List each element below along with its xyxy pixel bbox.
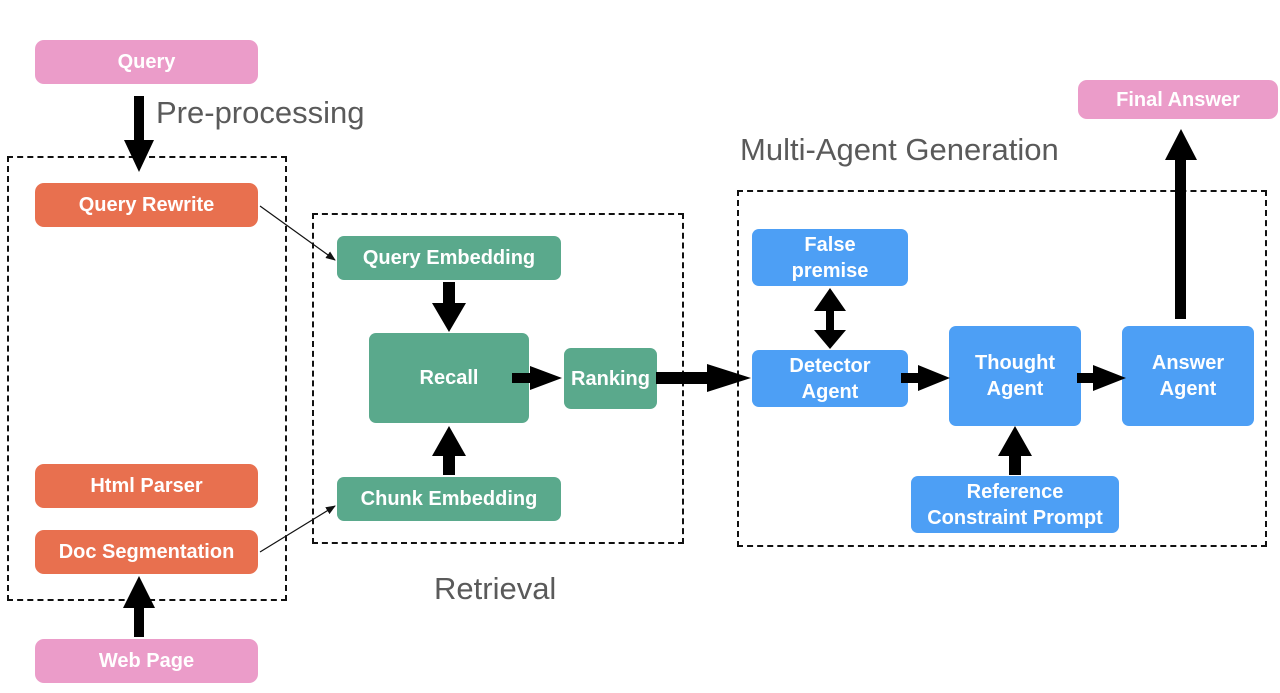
connector-segmentation-to-chunk: [259, 505, 336, 553]
arrow-answer-to-final: [1165, 129, 1197, 319]
arrow-thought-to-answer: [1077, 365, 1126, 391]
arrow-detector-to-thought: [901, 365, 950, 391]
thought-agent-node: Thought Agent: [949, 326, 1081, 426]
arrow-webpage-to-segmentation: [123, 576, 155, 637]
preprocessing-label: Pre-processing: [156, 95, 365, 130]
multi-agent-generation-label: Multi-Agent Generation: [740, 132, 1059, 167]
query-embedding-node: Query Embedding: [337, 236, 561, 280]
arrow-chunk-to-recall: [432, 426, 466, 475]
retrieval-label: Retrieval: [434, 571, 557, 606]
arrow-embedding-to-recall: [432, 282, 466, 332]
generation-group: [737, 190, 1267, 547]
answer-agent-node: Answer Agent: [1122, 326, 1254, 426]
arrow-recall-to-ranking: [512, 366, 562, 390]
false-premise-node: False premise: [752, 229, 908, 286]
html-parser-node: Html Parser: [35, 464, 258, 508]
final-answer-node: Final Answer: [1078, 80, 1278, 119]
reference-constraint-prompt-node: Reference Constraint Prompt: [911, 476, 1119, 533]
query-node: Query: [35, 40, 258, 84]
web-page-node: Web Page: [35, 639, 258, 683]
arrow-query-to-rewrite: [124, 96, 154, 172]
recall-node: Recall: [369, 333, 529, 423]
ranking-node: Ranking: [564, 348, 657, 409]
arrow-ranking-to-detector: [656, 364, 751, 392]
arrow-false-premise-detector: [814, 288, 846, 349]
detector-agent-node: Detector Agent: [752, 350, 908, 407]
doc-segmentation-node: Doc Segmentation: [35, 530, 258, 574]
connector-rewrite-to-embedding: [259, 205, 336, 261]
chunk-embedding-node: Chunk Embedding: [337, 477, 561, 521]
arrow-reference-to-thought: [998, 426, 1032, 475]
query-rewrite-node: Query Rewrite: [35, 183, 258, 227]
